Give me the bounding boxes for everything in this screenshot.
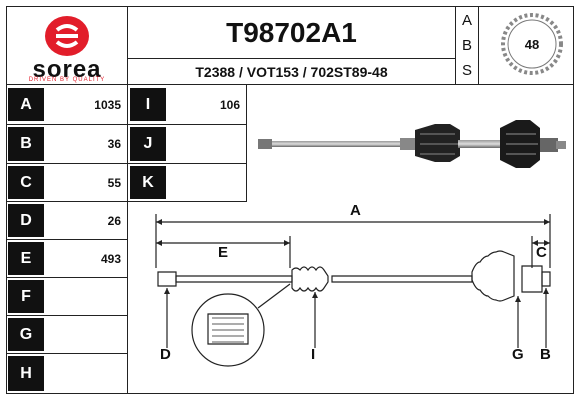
abs-teeth-count: 48: [524, 36, 540, 52]
spec-key-j: J: [130, 127, 166, 161]
header-divider-h: [127, 58, 455, 59]
spec-key-a: A: [8, 88, 44, 121]
spec-key-b: B: [8, 127, 44, 161]
spec-key-d: D: [8, 204, 44, 237]
drive-shaft-photo-icon: [258, 120, 566, 168]
sorea-seal-icon: [45, 16, 89, 56]
diagram-label-d: D: [160, 346, 171, 363]
diagram-label-i: I: [311, 346, 316, 363]
spec-value-f: [46, 280, 127, 313]
row-line-3: [6, 201, 246, 202]
spec-key-h: H: [8, 356, 44, 391]
cross-references: T2388 / VOT153 / 702ST89-48: [195, 63, 388, 80]
spec-key-c: C: [8, 166, 44, 199]
diagram-label-c: C: [536, 244, 547, 261]
brand-tagline: DRIVEN BY QUALITY: [28, 77, 106, 83]
row-line-7: [6, 353, 128, 354]
diagram-label-e: E: [218, 244, 229, 261]
technical-drawing: A E C D I G B: [140, 200, 570, 392]
spec-value-j: [166, 127, 246, 161]
spec-value-g: [46, 318, 127, 351]
spec-value-d: 26: [107, 213, 121, 228]
spec-value-b: 36: [107, 137, 121, 151]
abs-gear-icon: [501, 13, 563, 75]
spec-value-e: 493: [100, 251, 121, 266]
brand-logo: sorea DRIVEN BY QUALITY: [8, 8, 126, 84]
spec-key-k: K: [130, 166, 166, 199]
mid-col-right-edge: [246, 85, 247, 202]
part-number: T98702A1: [226, 17, 357, 48]
row-line-6: [6, 315, 128, 316]
diagram-label-b: B: [540, 346, 551, 363]
row-line-5: [6, 277, 128, 278]
spec-value-h: [46, 356, 127, 391]
brand-name: sorea: [32, 56, 102, 83]
spec-value-i: 106: [219, 97, 240, 112]
spec-key-e: E: [8, 242, 44, 275]
header-divider-v3: [478, 6, 479, 84]
spec-value-k: [166, 166, 246, 199]
header-divider-v1: [127, 6, 128, 84]
row-line-4: [6, 239, 128, 240]
spec-key-g: G: [8, 318, 44, 351]
diagram-label-a: A: [350, 202, 361, 219]
spec-value-a: 1035: [94, 97, 121, 112]
spec-key-f: F: [8, 280, 44, 313]
abs-letter-s: S: [461, 62, 472, 79]
spec-key-i: I: [130, 88, 166, 121]
header-bottom: [6, 84, 574, 85]
shaft-dimension-diagram: [155, 214, 551, 367]
spec-value-c: 55: [107, 175, 121, 190]
product-photo: [250, 100, 570, 190]
abs-letter-b: B: [461, 37, 472, 54]
abs-ring: 48: [500, 12, 564, 76]
abs-letter-a: A: [461, 12, 472, 29]
row-line-1: [6, 124, 246, 125]
row-line-2: [6, 163, 246, 164]
diagram-label-g: G: [512, 346, 524, 363]
outer-frame: [6, 6, 574, 394]
header-divider-v2: [455, 6, 456, 84]
